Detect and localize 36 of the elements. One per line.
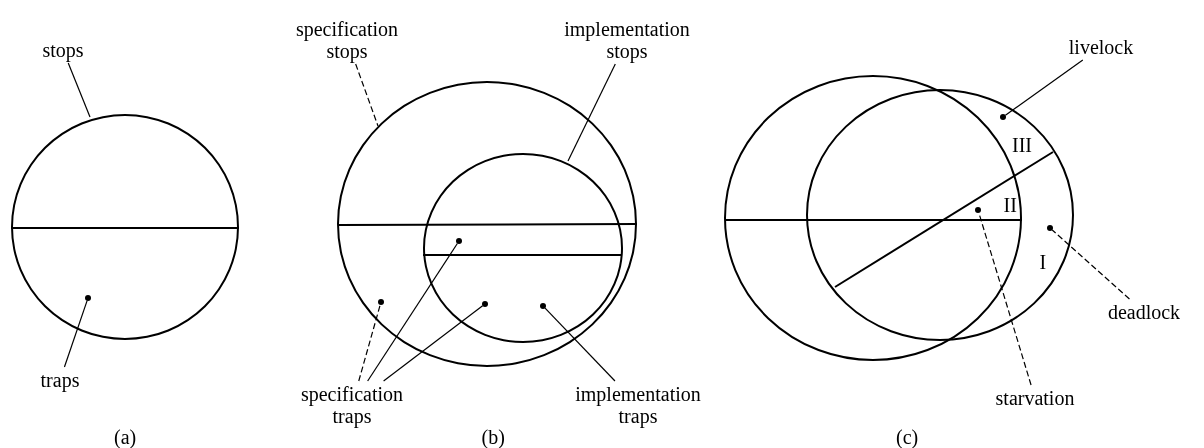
- leader-line: [358, 304, 381, 382]
- part-label: deadlock: [1094, 301, 1194, 323]
- region-numeral: III: [1012, 134, 1032, 156]
- part-label: livelock: [1056, 36, 1146, 58]
- region-dot: [85, 295, 91, 301]
- region-numeral: II: [1003, 194, 1017, 216]
- leader-line: [67, 62, 91, 118]
- leader-line: [367, 242, 458, 382]
- region-dot: [456, 238, 462, 244]
- part-label: implementation traps: [568, 383, 708, 427]
- leader-line: [1051, 229, 1131, 300]
- leader-line: [355, 63, 379, 127]
- leader-line: [544, 307, 616, 382]
- part-label: implementation stops: [557, 18, 697, 62]
- part-label: starvation: [980, 387, 1090, 409]
- leader-line: [567, 63, 616, 162]
- leader-line: [383, 305, 484, 382]
- region-dot: [378, 299, 384, 305]
- region-dot: [1000, 114, 1006, 120]
- panel-label: (c): [896, 426, 919, 448]
- part-label: specification stops: [284, 18, 410, 62]
- circle-outline: [337, 81, 637, 367]
- leader-line: [63, 300, 88, 368]
- region-numeral: I: [1039, 251, 1047, 273]
- part-label: specification traps: [289, 383, 415, 427]
- circle-outline: [11, 114, 239, 340]
- region-dot: [1047, 225, 1053, 231]
- leader-line: [1004, 59, 1084, 116]
- region-dot: [482, 301, 488, 307]
- panel-label: (a): [114, 426, 137, 448]
- region-dot: [975, 207, 981, 213]
- region-dot: [540, 303, 546, 309]
- part-label: stops: [28, 39, 98, 61]
- circle-outline: [423, 153, 623, 343]
- part-label: traps: [25, 369, 95, 391]
- panel-label: (b): [481, 426, 505, 448]
